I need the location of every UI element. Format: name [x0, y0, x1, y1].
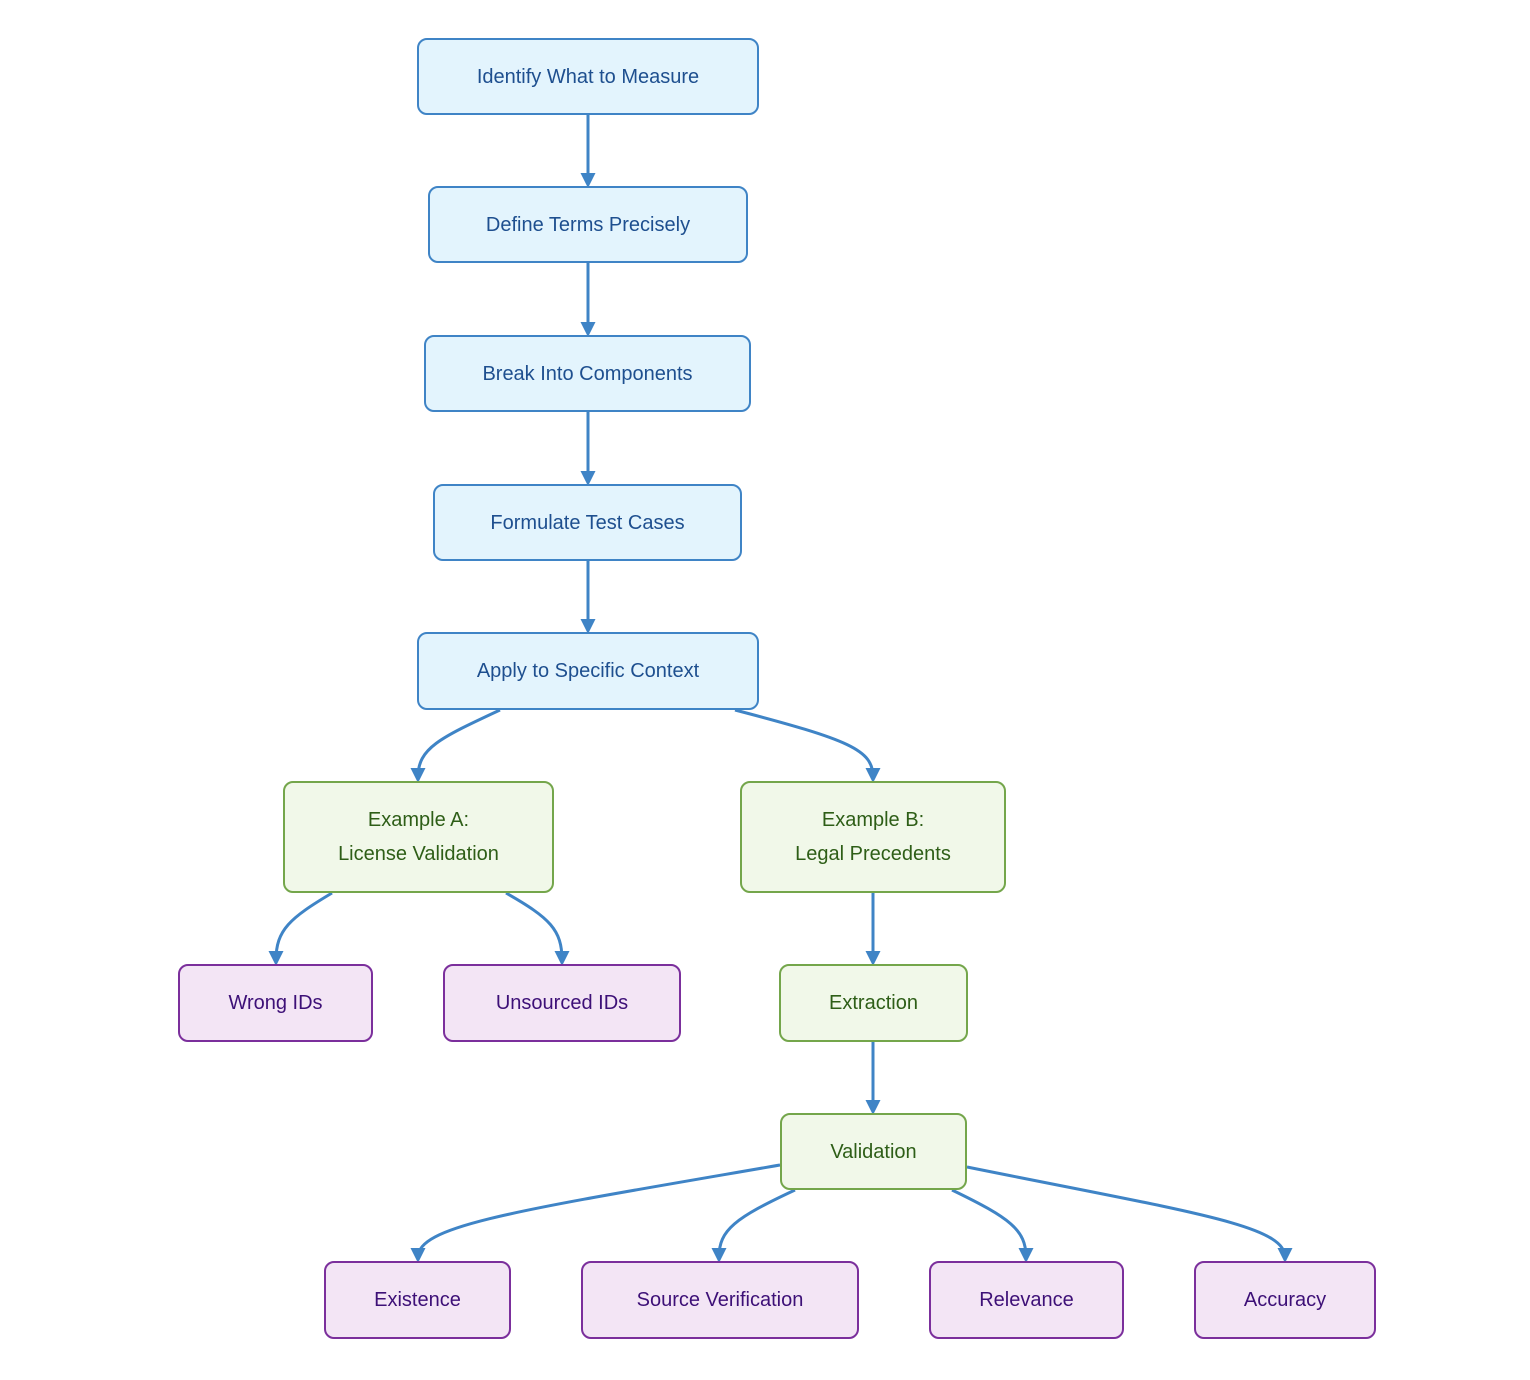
- edge-validation-to-accuracy: [966, 1165, 1293, 1263]
- node-example-b-line2: Legal Precedents: [795, 843, 951, 865]
- node-relevance: Relevance: [929, 1261, 1124, 1339]
- node-example-a-line1: Example A:: [367, 809, 470, 831]
- node-accuracy-label: Accuracy: [1243, 1289, 1327, 1311]
- node-source-verification-label: Source Verification: [636, 1289, 804, 1311]
- node-break: Break Into Components: [424, 335, 751, 412]
- node-formulate-label: Formulate Test Cases: [490, 511, 685, 534]
- node-break-label: Break Into Components: [482, 362, 693, 385]
- node-validation-label: Validation: [830, 1140, 917, 1163]
- node-existence: Existence: [324, 1261, 511, 1339]
- node-unsourced-ids: Unsourced IDs: [443, 964, 681, 1042]
- node-formulate: Formulate Test Cases: [433, 484, 742, 561]
- node-example-a: Example A: License Validation: [283, 781, 554, 893]
- node-unsourced-ids-label: Unsourced IDs: [495, 992, 629, 1014]
- node-example-a-line2: License Validation: [338, 843, 499, 865]
- node-apply-label: Apply to Specific Context: [476, 660, 700, 682]
- node-identify-label: Identify What to Measure: [476, 65, 700, 88]
- node-identify: Identify What to Measure: [417, 38, 759, 115]
- node-existence-label: Existence: [374, 1289, 461, 1311]
- edge-example-a-to-unsourced-ids: [505, 891, 570, 966]
- edge-validation-to-source-verification: [711, 1188, 796, 1263]
- edge-apply-to-example-a: [410, 708, 501, 783]
- edge-example-a-to-wrong-ids: [268, 891, 333, 966]
- node-wrong-ids-label: Wrong IDs: [228, 992, 323, 1014]
- node-source-verification: Source Verification: [581, 1261, 859, 1339]
- node-extraction: Extraction: [779, 964, 968, 1042]
- edge-validation-to-existence: [410, 1163, 781, 1263]
- node-accuracy: Accuracy: [1194, 1261, 1376, 1339]
- node-define: Define Terms Precisely: [428, 186, 748, 263]
- node-example-b: Example B: Legal Precedents: [740, 781, 1006, 893]
- node-define-label: Define Terms Precisely: [485, 213, 691, 236]
- node-apply: Apply to Specific Context: [417, 632, 759, 710]
- node-validation: Validation: [780, 1113, 967, 1190]
- node-wrong-ids: Wrong IDs: [178, 964, 373, 1042]
- edge-validation-to-relevance: [951, 1188, 1034, 1263]
- edge-apply-to-example-b: [734, 708, 881, 783]
- node-relevance-label: Relevance: [979, 1289, 1074, 1311]
- node-example-b-line1: Example B:: [821, 809, 925, 831]
- node-extraction-label: Extraction: [829, 992, 918, 1014]
